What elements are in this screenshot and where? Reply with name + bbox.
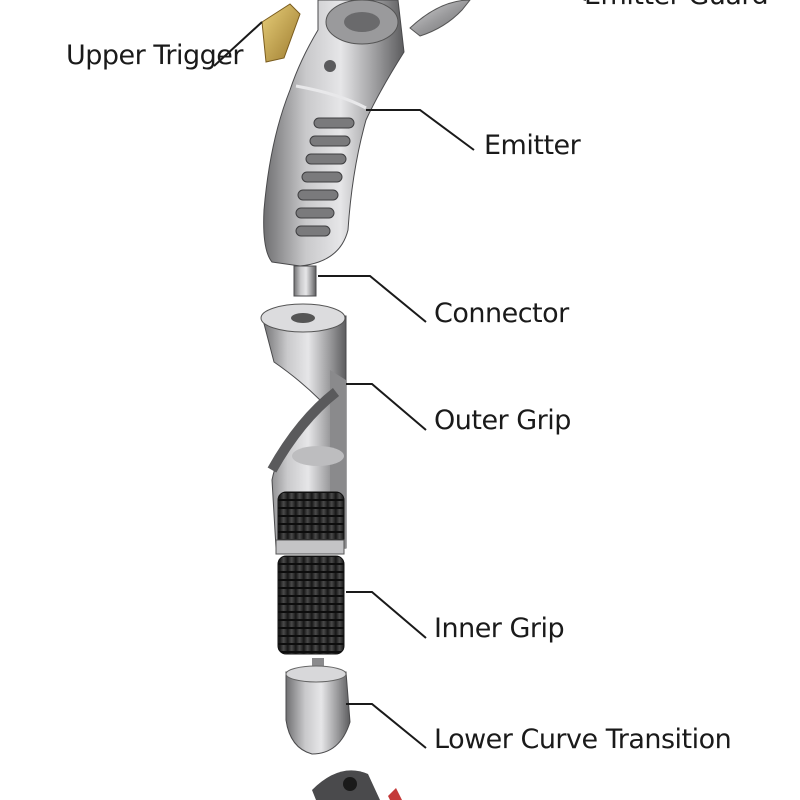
emitter-part <box>263 0 405 267</box>
label-emitter: Emitter <box>484 130 582 161</box>
label-upper-trigger: Upper Trigger <box>66 40 244 71</box>
label-emitter-guard: Emitter Guard <box>584 0 768 11</box>
leader-inner-grip <box>346 591 427 639</box>
inner-grip-part <box>275 491 345 655</box>
lower-piece-part <box>312 770 402 800</box>
outer-grip-part <box>260 303 347 549</box>
leader-upper-trigger <box>213 21 263 67</box>
emitter-guard-part <box>409 0 471 37</box>
leader-emitter <box>366 109 475 151</box>
connector-part <box>293 265 317 297</box>
label-lower-curve-transition: Lower Curve Transition <box>434 724 731 755</box>
upper-trigger-part <box>261 3 301 63</box>
label-outer-grip: Outer Grip <box>434 405 571 436</box>
leader-connector <box>318 275 427 323</box>
label-inner-grip: Inner Grip <box>434 613 564 644</box>
lower-curve-transition-part <box>285 658 351 755</box>
leader-lower-curve-transition <box>346 703 427 749</box>
leader-outer-grip <box>346 383 427 431</box>
label-connector: Connector <box>434 298 570 329</box>
